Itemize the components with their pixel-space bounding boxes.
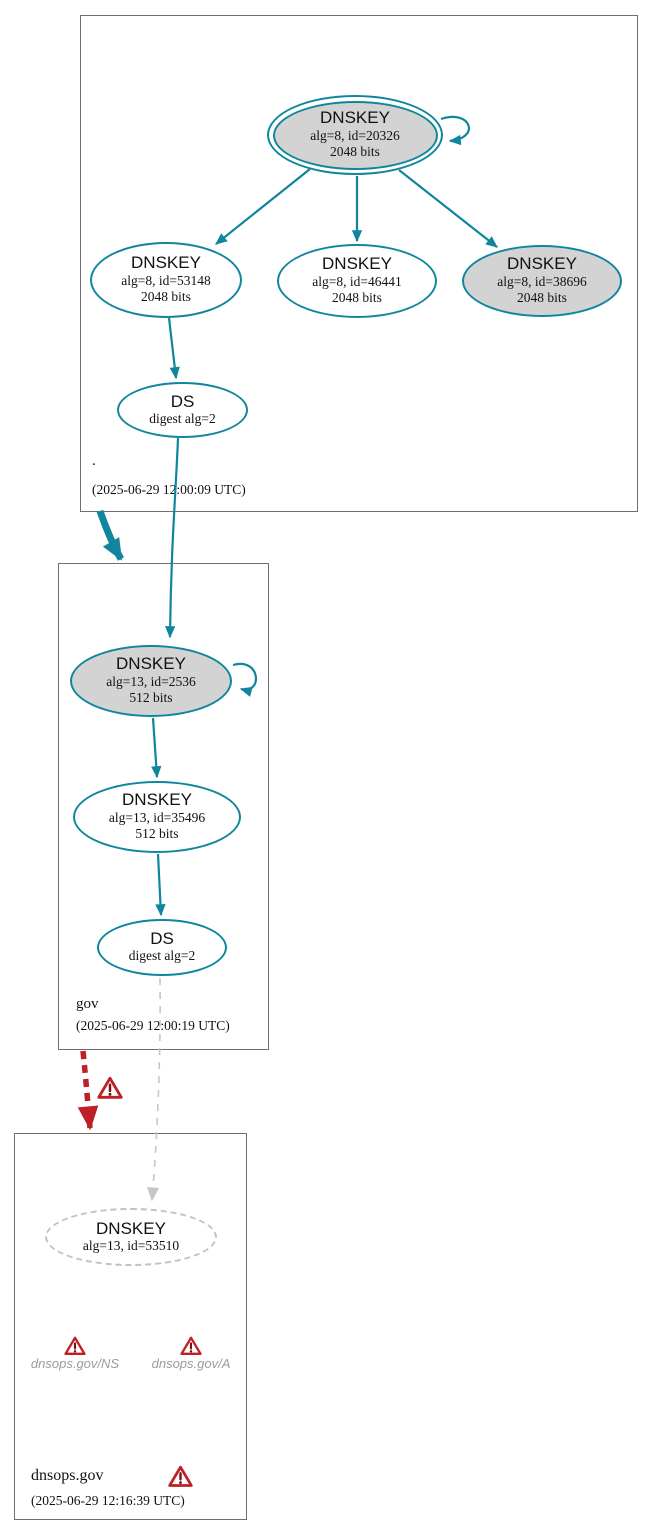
dnskey-node-root-38696: DNSKEY alg=8, id=38696 2048 bits <box>462 245 622 317</box>
dnskey-node-dnsops-53510: DNSKEY alg=13, id=53510 <box>45 1208 217 1266</box>
node-type: DNSKEY <box>320 108 390 128</box>
node-bits: 2048 bits <box>141 289 191 305</box>
node-bits: 2048 bits <box>330 144 380 160</box>
zone-timestamp-root: (2025-06-29 12:00:09 UTC) <box>92 482 246 497</box>
ds-node-root: DS digest alg=2 <box>117 382 248 438</box>
warning-icon <box>64 1336 86 1356</box>
node-bits: 2048 bits <box>332 290 382 306</box>
node-type: DS <box>170 391 195 411</box>
dnskey-node-root-53148: DNSKEY alg=8, id=53148 2048 bits <box>90 242 242 318</box>
node-type: DNSKEY <box>131 253 201 273</box>
node-detail: digest alg=2 <box>128 948 196 964</box>
zone-box-root <box>80 15 638 512</box>
node-detail: alg=13, id=35496 <box>108 809 206 825</box>
zone-name-gov: gov <box>76 996 99 1012</box>
warning-icon <box>97 1076 123 1100</box>
node-bits: 512 bits <box>135 826 179 842</box>
warning-icon <box>168 1465 193 1488</box>
edge-delegation-root-to-gov <box>96 509 125 561</box>
dnskey-node-inner-ring: DNSKEY alg=8, id=20326 2048 bits <box>272 100 438 170</box>
dnskey-node-root-46441: DNSKEY alg=8, id=46441 2048 bits <box>277 244 437 318</box>
node-detail: alg=8, id=46441 <box>312 273 402 289</box>
node-detail: alg=13, id=53510 <box>82 1237 180 1253</box>
warning-icon <box>180 1336 202 1356</box>
node-type: DNSKEY <box>322 254 392 274</box>
zone-timestamp-gov: (2025-06-29 12:00:19 UTC) <box>76 1018 230 1033</box>
zone-box-dnsops-gov <box>14 1133 247 1520</box>
node-detail: alg=8, id=38696 <box>497 273 587 289</box>
node-bits: 2048 bits <box>517 290 567 306</box>
node-bits: 512 bits <box>129 690 173 706</box>
dnskey-node-gov-ksk-2536: DNSKEY alg=13, id=2536 512 bits <box>70 645 232 717</box>
zone-box-gov <box>58 563 269 1050</box>
node-detail: digest alg=2 <box>149 410 216 426</box>
edge-delegation-gov-to-dnsops-bogus <box>77 1050 99 1131</box>
node-type: DNSKEY <box>116 654 186 674</box>
node-detail: alg=8, id=53148 <box>121 272 211 288</box>
node-type: DNSKEY <box>96 1218 166 1238</box>
rrset-label-ns: dnsops.gov/NS <box>30 1356 120 1371</box>
zone-name-dnsops-gov: dnsops.gov <box>31 1467 104 1484</box>
dnskey-node-gov-35496: DNSKEY alg=13, id=35496 512 bits <box>73 781 241 853</box>
rrset-label-a: dnsops.gov/A <box>151 1356 231 1371</box>
node-type: DNSKEY <box>122 790 192 810</box>
ds-node-gov: DS digest alg=2 <box>97 919 227 976</box>
zone-name-root: . <box>92 453 96 469</box>
node-detail: alg=8, id=20326 <box>310 127 400 143</box>
zone-timestamp-dnsops-gov: (2025-06-29 12:16:39 UTC) <box>31 1493 185 1508</box>
dnskey-node-root-ksk-20326: DNSKEY alg=8, id=20326 2048 bits <box>267 95 443 175</box>
node-detail: alg=13, id=2536 <box>106 673 196 689</box>
node-type: DNSKEY <box>507 254 577 274</box>
node-type: DS <box>150 929 174 949</box>
